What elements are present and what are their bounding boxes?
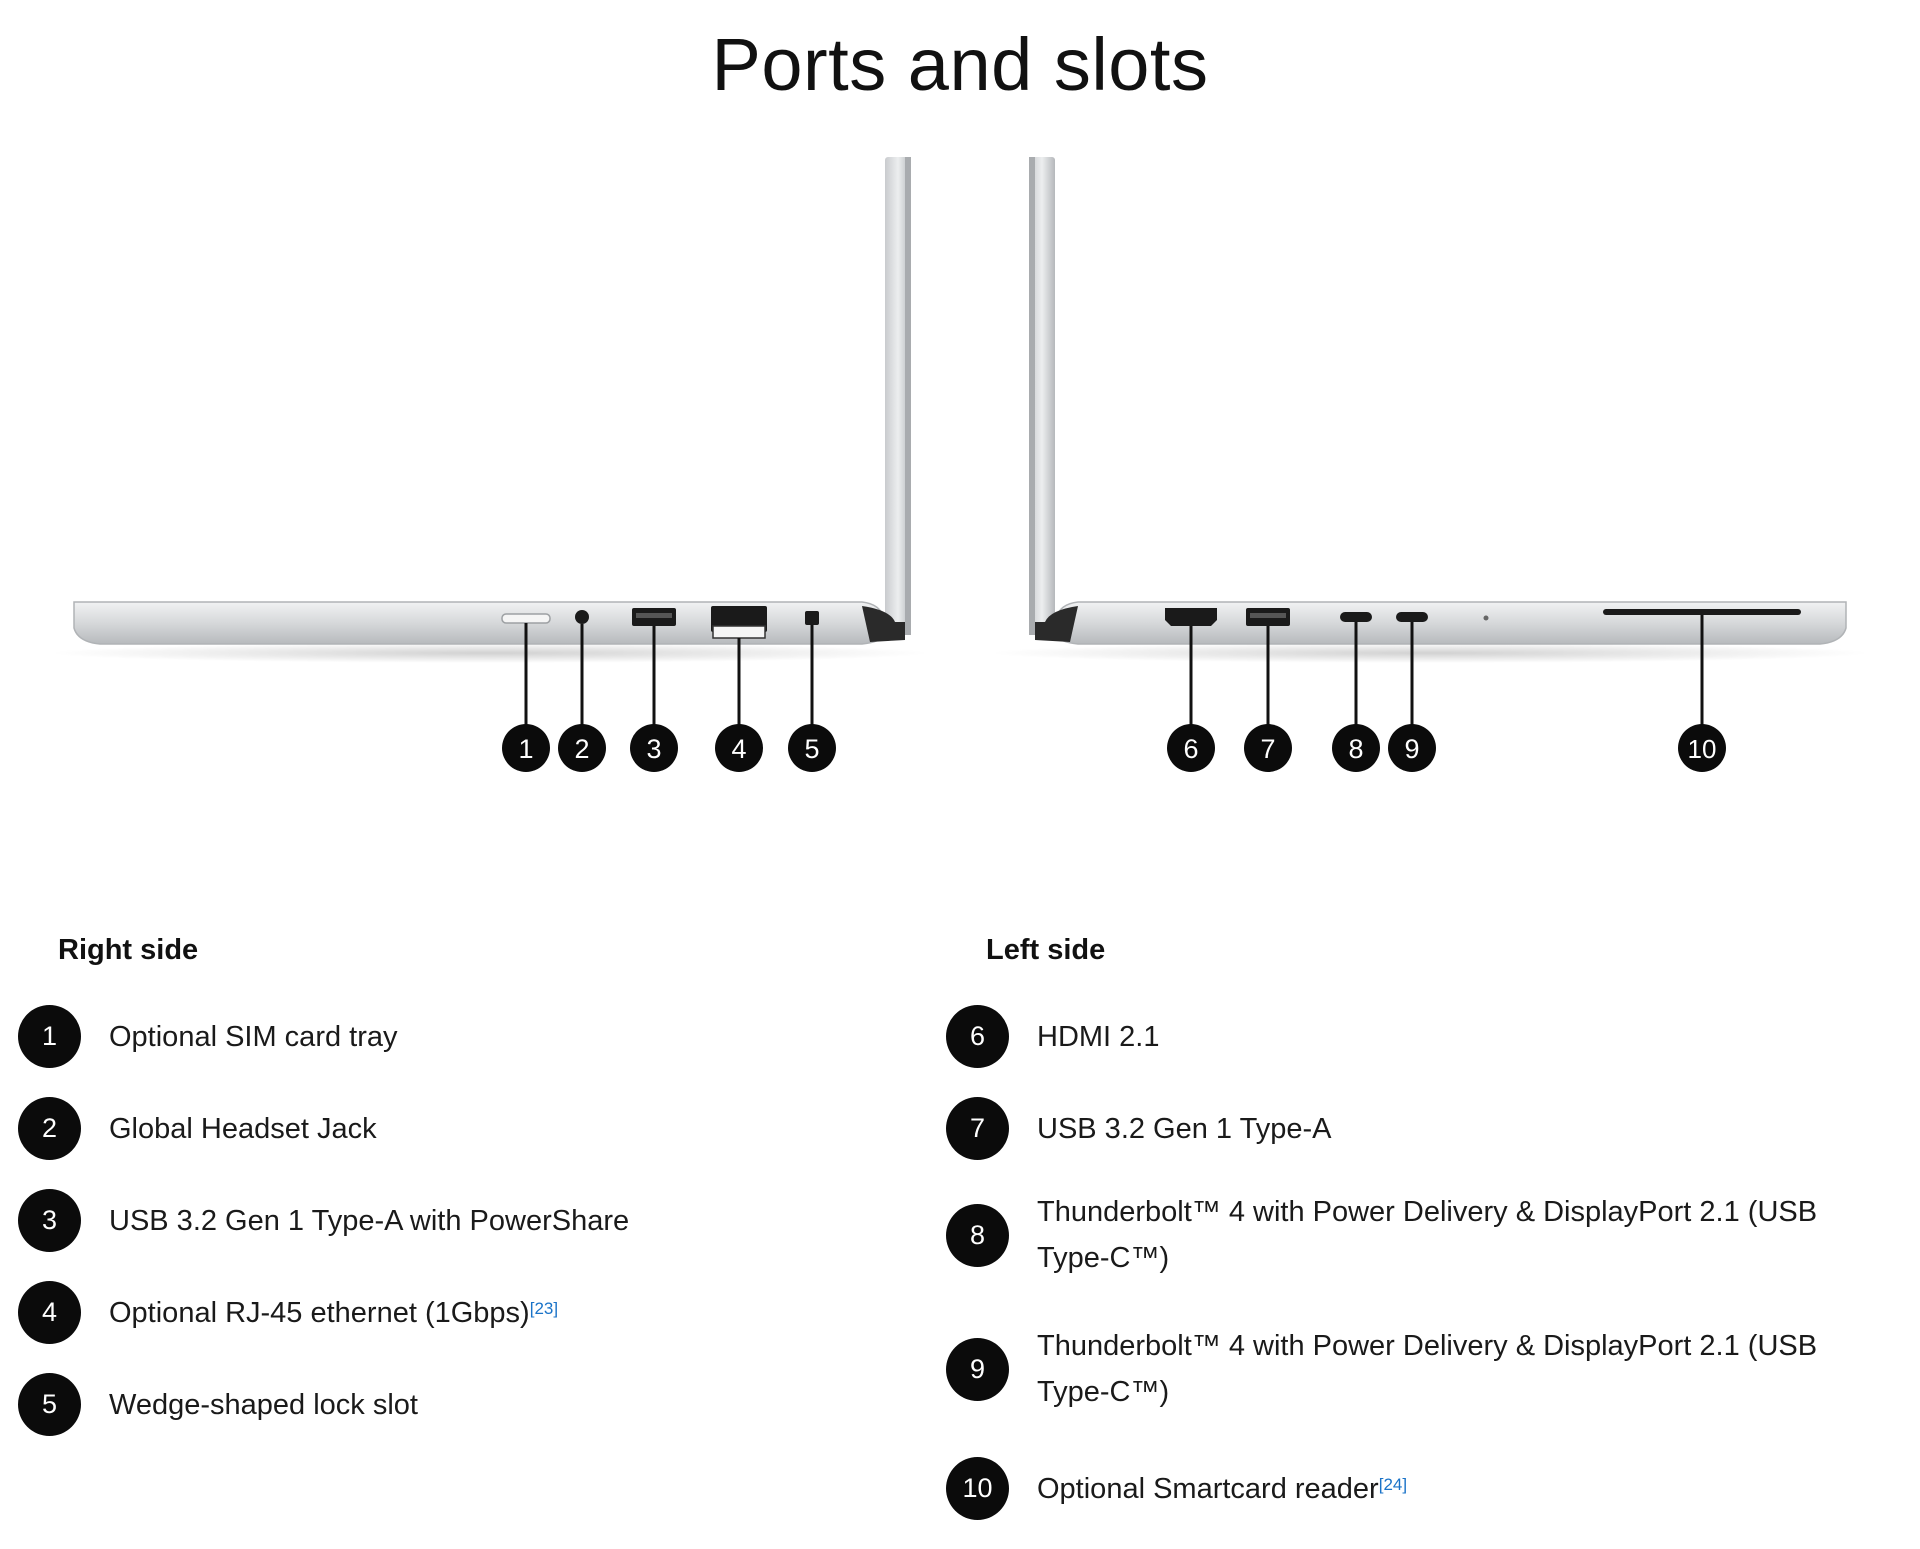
callout-9: 9	[1388, 724, 1436, 772]
legend-label: USB 3.2 Gen 1 Type-A with PowerShare	[109, 1204, 630, 1237]
callout-2: 2	[558, 724, 606, 772]
callout-1: 1	[502, 724, 550, 772]
right-side-laptop	[50, 157, 930, 663]
footnote-link-23[interactable]: [23]	[529, 1298, 559, 1318]
page-title: Ports and slots	[711, 23, 1209, 106]
svg-text:3: 3	[646, 734, 661, 764]
legend-item: 2 Global Headset Jack	[18, 1097, 898, 1160]
left-side-heading: Left side	[986, 934, 1106, 966]
callout-3: 3	[630, 724, 678, 772]
legend-label: USB 3.2 Gen 1 Type-A	[1037, 1112, 1332, 1145]
usb-a-port-left-tongue	[1250, 613, 1286, 618]
usb-a-port-right-tongue	[636, 613, 672, 618]
callout-5: 5	[788, 724, 836, 772]
legend-number-badge: 6	[946, 1005, 1009, 1068]
legend-label: Thunderbolt™ 4 with Power Delivery & Dis…	[1037, 1196, 1818, 1274]
right-laptop-lid	[885, 157, 911, 635]
left-side-legend: Left side 6 HDMI 2.1 7 USB 3.2 Gen 1 Typ…	[946, 934, 1846, 1549]
legend-item: 5 Wedge-shaped lock slot	[18, 1373, 898, 1436]
legend-label: Thunderbolt™ 4 with Power Delivery & Dis…	[1037, 1330, 1818, 1408]
left-laptop-lid-edge	[1029, 157, 1035, 635]
legend-label: Optional Smartcard reader[24]	[1037, 1472, 1408, 1505]
svg-text:10: 10	[1688, 734, 1717, 764]
svg-text:8: 8	[1348, 734, 1363, 764]
callout-6: 6	[1167, 724, 1215, 772]
legend-number-badge: 5	[18, 1373, 81, 1436]
svg-text:4: 4	[731, 734, 746, 764]
legend-number-badge: 10	[946, 1457, 1009, 1520]
legend-item: 9 Thunderbolt™ 4 with Power Delivery & D…	[946, 1323, 1846, 1415]
footnote-link-24[interactable]: [24]	[1378, 1474, 1408, 1494]
legend-label: Optional RJ-45 ethernet (1Gbps)[23]	[109, 1296, 559, 1329]
left-side-laptop	[990, 157, 1870, 663]
legend-number-badge: 1	[18, 1005, 81, 1068]
legend-number-badge: 4	[18, 1281, 81, 1344]
hdmi-port	[1165, 608, 1217, 626]
headset-jack-port	[575, 610, 589, 624]
callout-7: 7	[1244, 724, 1292, 772]
legend-number-badge: 9	[946, 1337, 1009, 1401]
right-laptop-hinge	[862, 606, 905, 642]
legend-item: 8 Thunderbolt™ 4 with Power Delivery & D…	[946, 1189, 1846, 1281]
leader-lines	[524, 615, 1704, 728]
callout-10: 10	[1678, 724, 1726, 772]
rj45-port-flap	[712, 625, 766, 639]
legend-number-badge: 7	[946, 1097, 1009, 1160]
right-laptop-shadow	[50, 643, 930, 663]
callout-8: 8	[1332, 724, 1380, 772]
thunderbolt-port-1	[1340, 612, 1372, 622]
left-laptop-hinge	[1035, 606, 1078, 642]
legend-item: 1 Optional SIM card tray	[18, 1005, 898, 1068]
legend-label: HDMI 2.1	[1037, 1020, 1160, 1053]
callout-4: 4	[715, 724, 763, 772]
lock-slot-port	[805, 611, 819, 625]
svg-text:5: 5	[804, 734, 819, 764]
thunderbolt-port-2	[1396, 612, 1428, 622]
svg-text:9: 9	[1404, 734, 1419, 764]
legend-label: Wedge-shaped lock slot	[109, 1388, 418, 1421]
legend-number-badge: 2	[18, 1097, 81, 1160]
status-led	[1483, 615, 1489, 621]
legend-item: 10 Optional Smartcard reader[24]	[946, 1457, 1846, 1520]
smartcard-slot	[1603, 609, 1801, 615]
left-laptop-shadow	[990, 643, 1870, 663]
legend-label: Global Headset Jack	[109, 1112, 377, 1145]
svg-text:6: 6	[1183, 734, 1198, 764]
right-side-legend: Right side 1 Optional SIM card tray 2 Gl…	[18, 934, 898, 1465]
laptop-side-views-diagram: 1 2 3 4 5 6 7 8 9 10	[50, 157, 1870, 772]
svg-text:2: 2	[574, 734, 589, 764]
right-side-heading: Right side	[58, 934, 199, 966]
sim-tray-port	[501, 613, 551, 624]
legend-item: 6 HDMI 2.1	[946, 1005, 1846, 1068]
callout-badges: 1 2 3 4 5 6 7 8 9 10	[502, 724, 1726, 772]
left-laptop-lid	[1029, 157, 1055, 635]
legend-number-badge: 8	[946, 1203, 1009, 1267]
svg-text:7: 7	[1260, 734, 1275, 764]
svg-text:1: 1	[518, 734, 533, 764]
legend-number-badge: 3	[18, 1189, 81, 1252]
legend-item: 7 USB 3.2 Gen 1 Type-A	[946, 1097, 1846, 1160]
legend-item: 4 Optional RJ-45 ethernet (1Gbps)[23]	[18, 1281, 898, 1344]
legend-label: Optional SIM card tray	[109, 1020, 398, 1053]
legend-item: 3 USB 3.2 Gen 1 Type-A with PowerShare	[18, 1189, 898, 1252]
right-laptop-lid-edge	[905, 157, 911, 635]
